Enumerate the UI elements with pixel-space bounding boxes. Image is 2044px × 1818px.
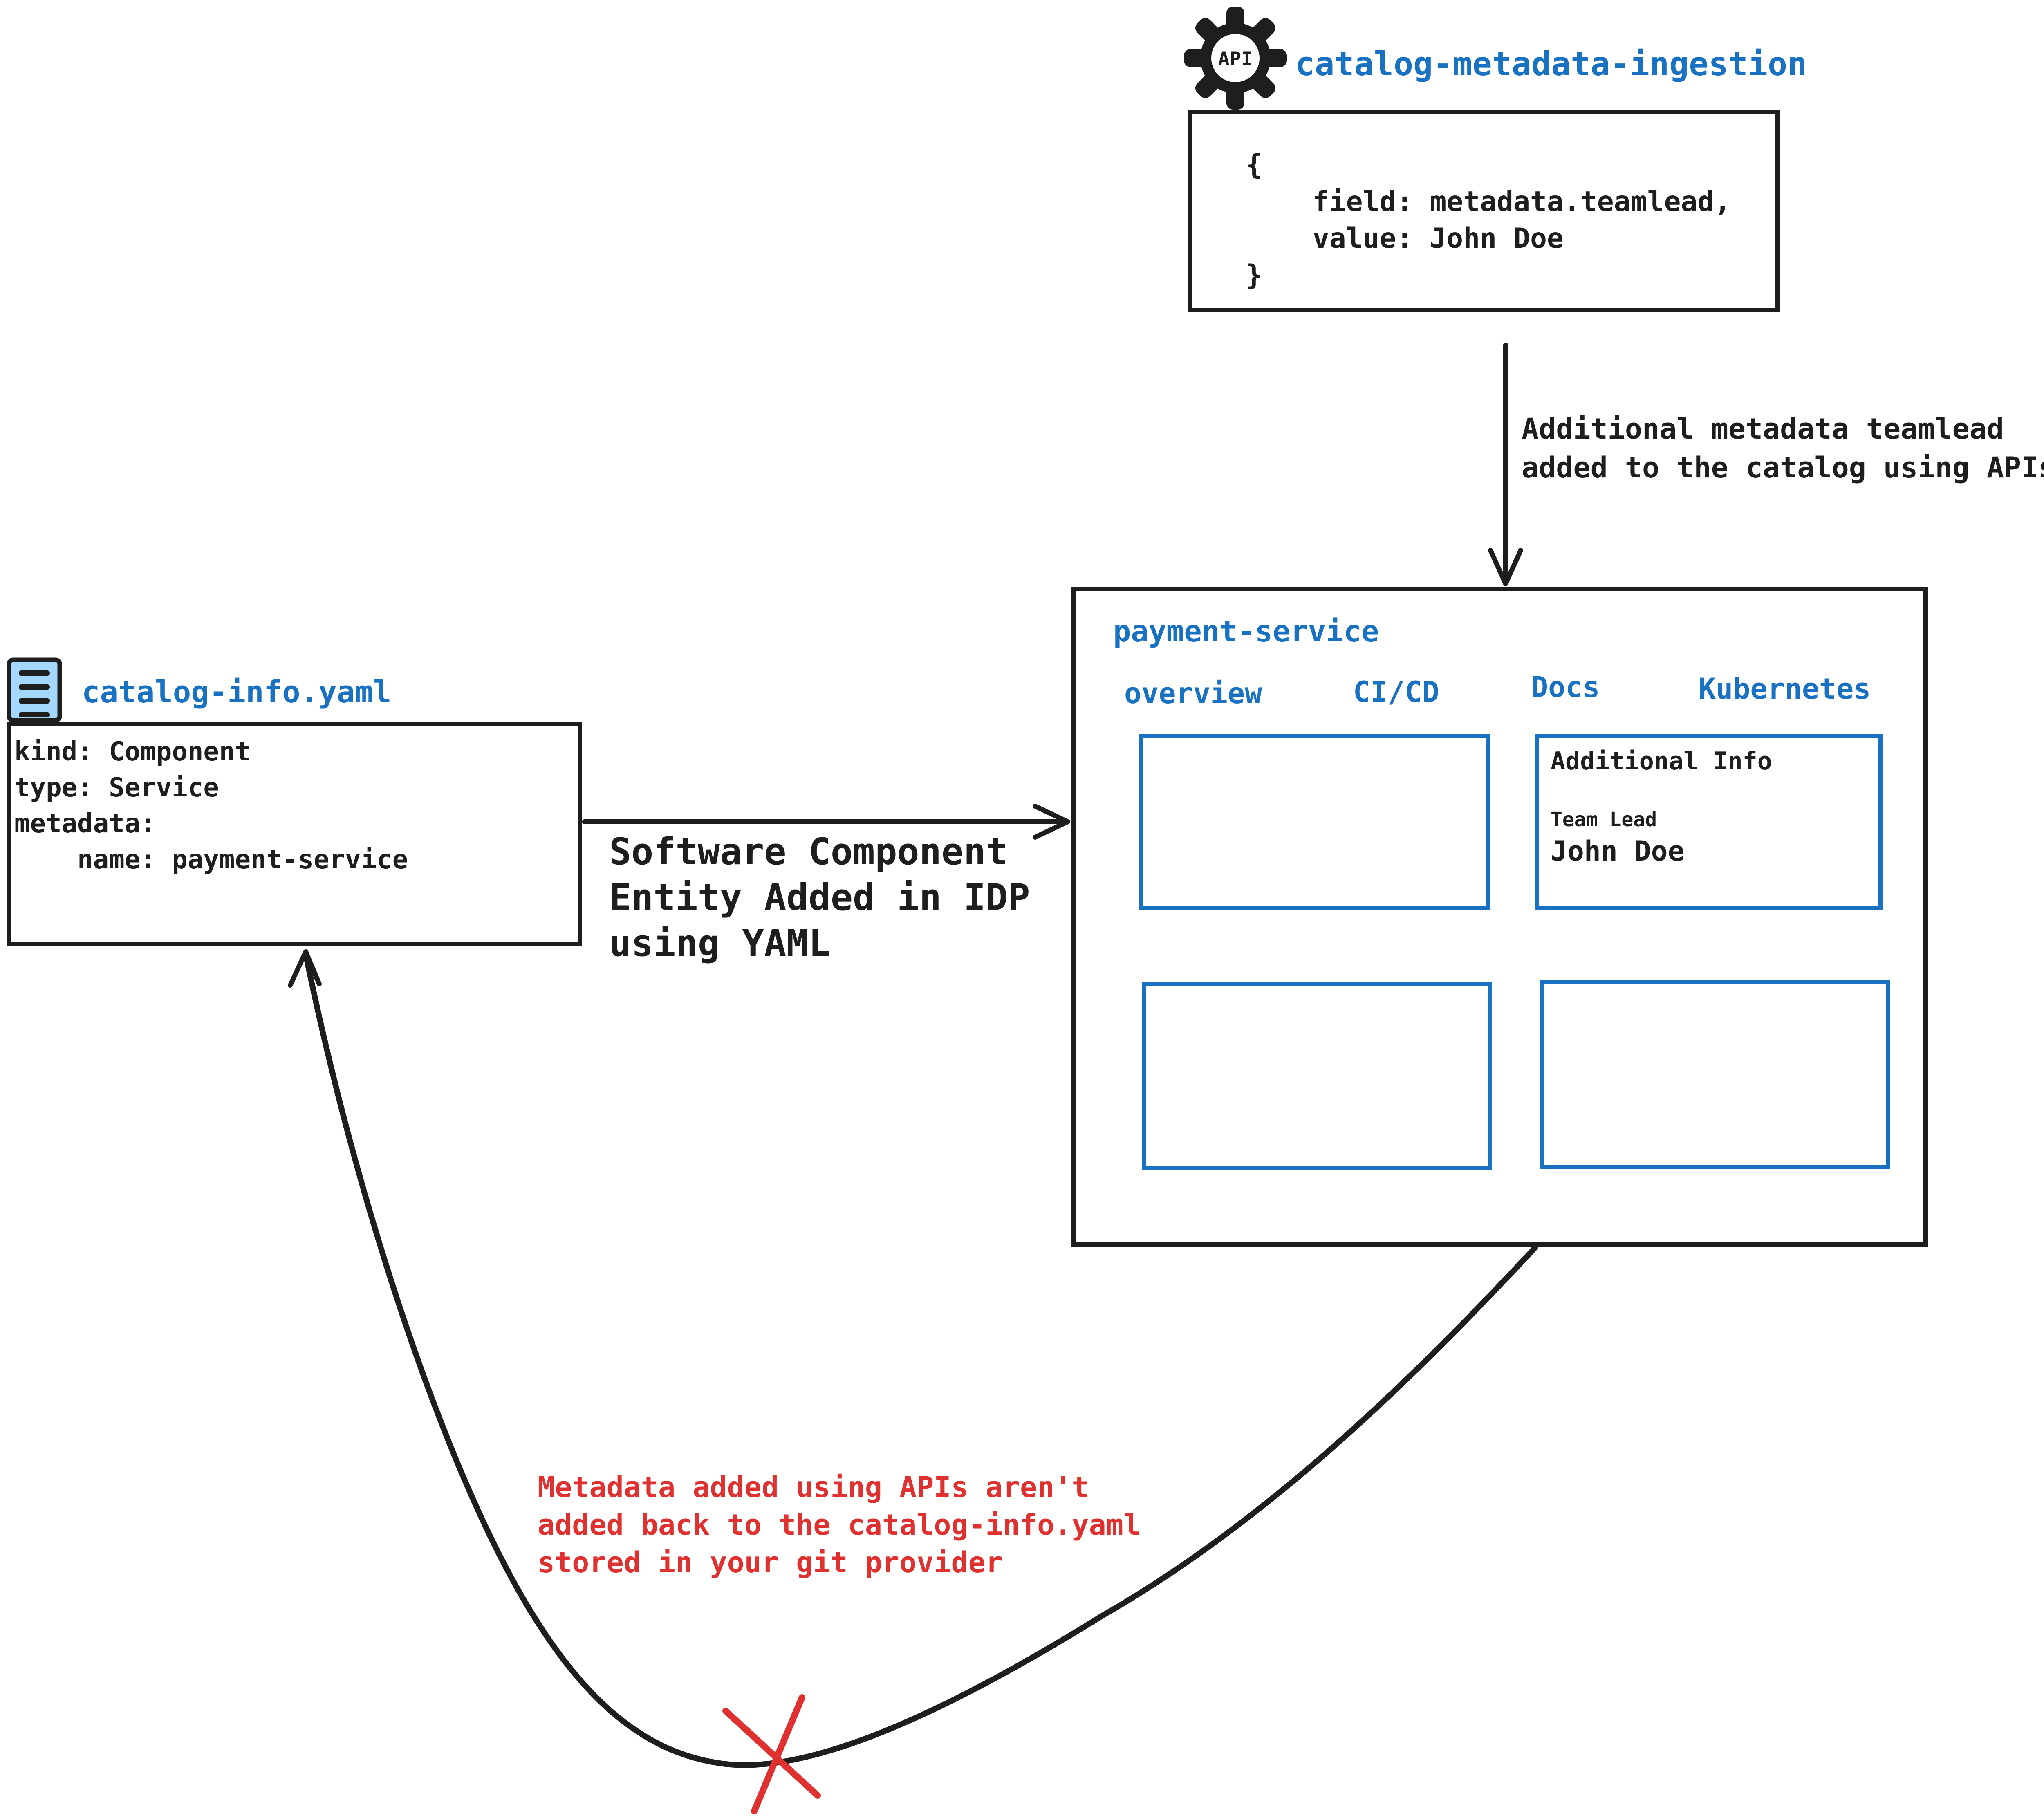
- yaml-arrow-label-line: Entity Added in IDP: [609, 876, 1030, 919]
- payload-code-line: field: metadata.teamlead,: [1246, 186, 1731, 218]
- feedback-warning-text: Metadata added using APIs aren't added b…: [538, 1468, 1141, 1581]
- yaml-arrow-label-line: using YAML: [609, 922, 831, 965]
- payload-code-line: value: John Doe: [1246, 222, 1564, 255]
- api-service-title: catalog-metadata-ingestion: [1295, 45, 1807, 83]
- tab-kubernetes[interactable]: Kubernetes: [1699, 672, 1871, 706]
- feedback-warning-line: Metadata added using APIs aren't: [538, 1471, 1089, 1504]
- yaml-code-line: type: Service: [14, 773, 219, 803]
- api-gear-icon: API: [1182, 5, 1289, 111]
- tab-overview[interactable]: overview: [1124, 677, 1262, 710]
- payload-code-line: {: [1246, 149, 1262, 181]
- feedback-warning-line: stored in your git provider: [538, 1546, 1003, 1579]
- yaml-arrow-label-line: Software Component: [609, 830, 1008, 873]
- yaml-arrowhead-icon: [1033, 804, 1070, 840]
- yaml-file-icon: [6, 657, 63, 724]
- ingestion-arrowhead-icon: [1488, 548, 1523, 586]
- team-lead-label: Team Lead: [1551, 808, 1657, 831]
- yaml-code-line: metadata:: [14, 809, 156, 839]
- tab-docs[interactable]: Docs: [1531, 670, 1600, 704]
- tab-cicd[interactable]: CI/CD: [1353, 675, 1439, 709]
- ingestion-arrow-label-line: added to the catalog using APIs: [1522, 451, 2044, 484]
- portal-card-placeholder: [1540, 980, 1890, 1169]
- portal-card-placeholder: [1142, 982, 1492, 1170]
- portal-title: payment-service: [1113, 614, 1379, 648]
- feedback-curve-arrowhead-icon: [288, 949, 322, 988]
- api-payload-box: { field: metadata.teamlead, value: John …: [1188, 110, 1780, 312]
- team-lead-value: John Doe: [1551, 835, 1685, 868]
- rejection-x-icon: [722, 1694, 821, 1814]
- yaml-arrow-label: Software Component Entity Added in IDP u…: [609, 829, 1030, 966]
- ingestion-arrow-label: Additional metadata teamlead added to th…: [1522, 410, 2044, 487]
- yaml-file-title: catalog-info.yaml: [82, 675, 392, 710]
- api-gear-icon-label: API: [1218, 48, 1253, 70]
- overview-card-placeholder: [1139, 734, 1490, 910]
- feedback-warning-line: added back to the catalog-info.yaml: [538, 1508, 1141, 1542]
- info-card-heading: Additional Info: [1551, 747, 1772, 776]
- additional-info-card: Additional Info Team Lead John Doe: [1535, 734, 1883, 910]
- yaml-code-line: name: payment-service: [14, 845, 408, 875]
- payload-code-line: }: [1246, 259, 1262, 291]
- yaml-code-line: kind: Component: [14, 737, 251, 767]
- ingestion-arrow-label-line: Additional metadata teamlead: [1522, 412, 2004, 446]
- yaml-code-box: kind: Component type: Service metadata: …: [7, 722, 582, 946]
